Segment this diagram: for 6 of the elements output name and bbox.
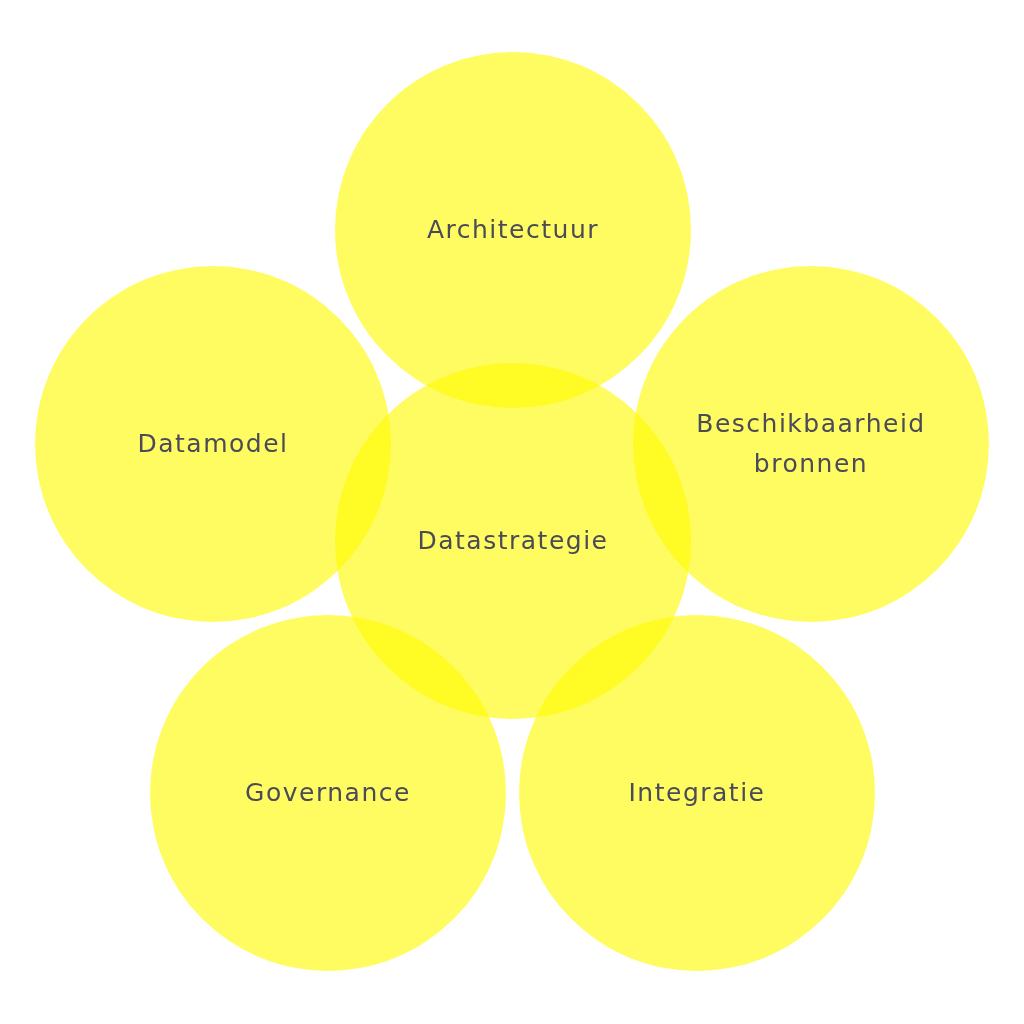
circle-label: Architectuur	[426, 214, 600, 246]
circle-label: Datastrategie	[417, 525, 609, 557]
circle-label: Datamodel	[137, 428, 289, 460]
circle-label: Integratie	[628, 777, 766, 809]
circle-label: Beschikbaarheid bronnen	[695, 408, 927, 480]
circle-label: Governance	[245, 777, 411, 809]
